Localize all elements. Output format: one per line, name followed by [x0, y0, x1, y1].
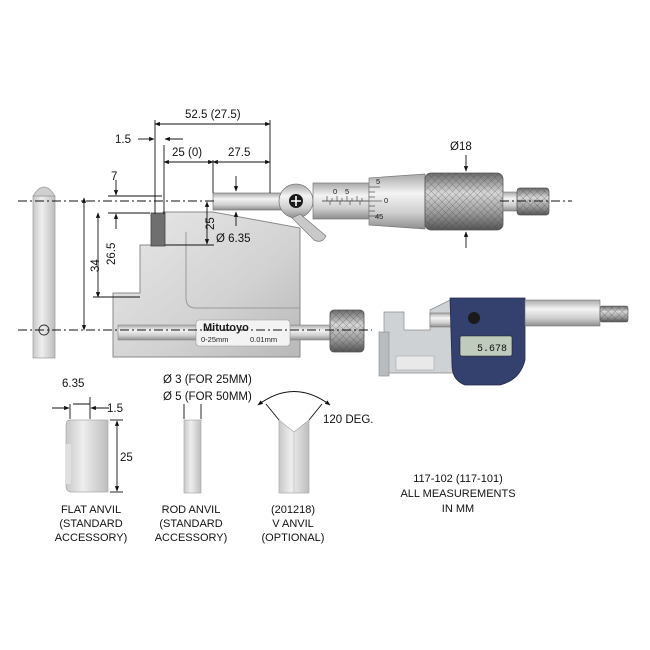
- rod-anvil-dia-25: Ø 3 (FOR 25MM): [163, 374, 252, 386]
- dim-anvil-thickness: 1.5: [115, 134, 131, 146]
- thimble-digit: 5: [376, 177, 380, 186]
- thimble-digit: 45: [375, 212, 383, 221]
- brand-plate: [195, 319, 291, 347]
- fixed-anvil: [150, 212, 166, 247]
- dim-inner-height: 26.5: [106, 243, 118, 265]
- rod-anvil-caption: ACCESSORY): [155, 532, 228, 544]
- brand-label: Mitutoyo: [203, 322, 249, 334]
- range-label: 0-25mm: [201, 335, 229, 344]
- dim-frame-to-anvil: 25 (0): [172, 147, 202, 159]
- resolution-label: 0.01mm: [250, 335, 277, 344]
- thimble-digit: 0: [384, 196, 388, 205]
- dim-thimble-diameter: Ø18: [450, 141, 472, 153]
- lock-lever: [291, 213, 327, 242]
- model-notes: 117-102 (117-101) ALL MEASUREMENTS IN MM: [400, 473, 515, 515]
- dim-spindle-extent: 27.5: [228, 147, 250, 159]
- flat-anvil-detail: 6.35 1.5 25 FLAT ANVIL (STANDARD ACCESSO…: [52, 378, 133, 544]
- model-number: 117-102 (117-101): [413, 473, 503, 485]
- v-anvil-caption: V ANVIL: [272, 518, 314, 530]
- digital-sleeve: [524, 299, 601, 327]
- dimension-lines: [81, 120, 469, 331]
- v-anvil-angle: 120 DEG.: [323, 414, 374, 426]
- center-lines: [18, 200, 572, 331]
- sleeve-digit: 5: [345, 187, 349, 196]
- thimble: [368, 173, 426, 230]
- flat-anvil-thickness: 1.5: [107, 403, 123, 415]
- flat-anvil-caption: FLAT ANVIL: [61, 504, 121, 516]
- flat-anvil-body: [65, 419, 109, 493]
- v-anvil-caption: (OPTIONAL): [262, 532, 325, 544]
- spindle: [212, 192, 284, 211]
- sleeve-digit: 0: [333, 187, 337, 196]
- dim-jaw-depth: 25: [205, 217, 217, 230]
- digital-display: [459, 335, 513, 357]
- dim-overall-height: 34: [90, 259, 102, 272]
- flat-anvil-caption: (STANDARD: [59, 518, 122, 530]
- rod-anvil-dia-50: Ø 5 (FOR 50MM): [163, 391, 252, 403]
- rod-anvil-detail: Ø 3 (FOR 25MM) Ø 5 (FOR 50MM) ROD ANVIL …: [155, 374, 252, 544]
- dim-overall-length: 52.5 (27.5): [185, 109, 241, 121]
- digital-readout: 5.678: [477, 344, 507, 355]
- v-anvil-caption: (201218): [271, 504, 315, 516]
- flat-anvil-side-view: [32, 186, 56, 359]
- measurement-note: ALL MEASUREMENTS: [400, 488, 515, 500]
- dim-spindle-diameter: Ø 6.35: [216, 233, 251, 245]
- side-anvil-body: [32, 195, 56, 359]
- digital-micrometer-photo: 5.678: [378, 297, 629, 386]
- rod-anvil-caption: (STANDARD: [159, 518, 222, 530]
- micrometer-side-view: Mitutoyo 0-25mm 0.01mm 0 5: [112, 172, 550, 358]
- flat-anvil-caption: ACCESSORY): [55, 532, 128, 544]
- dim-top-offset: 7: [111, 171, 117, 183]
- flat-anvil-height: 25: [120, 452, 133, 464]
- rod-anvil-caption: ROD ANVIL: [162, 504, 221, 516]
- v-anvil-detail: 120 DEG. (201218) V ANVIL (OPTIONAL): [257, 391, 374, 544]
- flat-anvil-width: 6.35: [62, 378, 84, 390]
- rod-anvil-body: [183, 419, 202, 494]
- unit-note: IN MM: [442, 503, 474, 515]
